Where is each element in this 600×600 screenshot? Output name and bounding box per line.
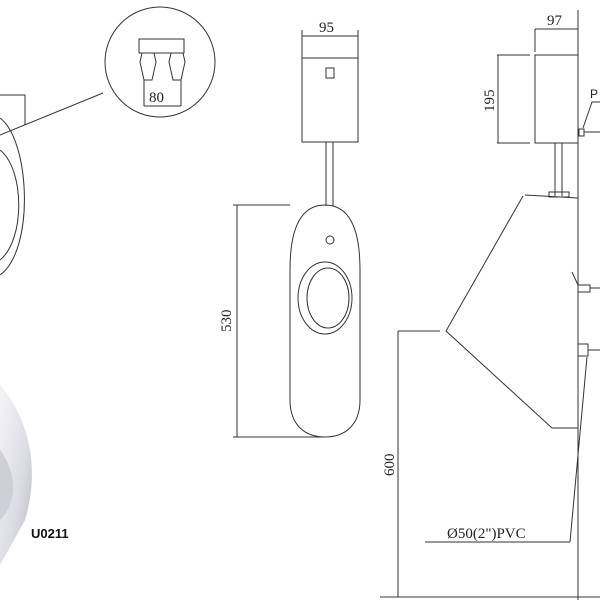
product-code: U0211: [31, 526, 69, 541]
front-view: 95 530: [219, 20, 361, 438]
mount-height-label: 600: [382, 454, 398, 477]
side-tank-depth-label: 97: [547, 13, 563, 29]
front-tank-width-label: 95: [319, 20, 334, 36]
product-photo: [0, 385, 32, 565]
callout-label: P: [590, 87, 598, 101]
partial-front-view: [0, 92, 104, 276]
side-tank-height-label: 195: [482, 90, 498, 113]
detail-width-label: 80: [149, 90, 164, 106]
pipe-label: Ø50(2")PVC: [447, 526, 526, 542]
side-view: 97 195 P 600 Ø50(2")PVC: [380, 10, 600, 600]
front-height-label: 530: [219, 310, 235, 333]
detail-circle: 80: [104, 6, 216, 118]
